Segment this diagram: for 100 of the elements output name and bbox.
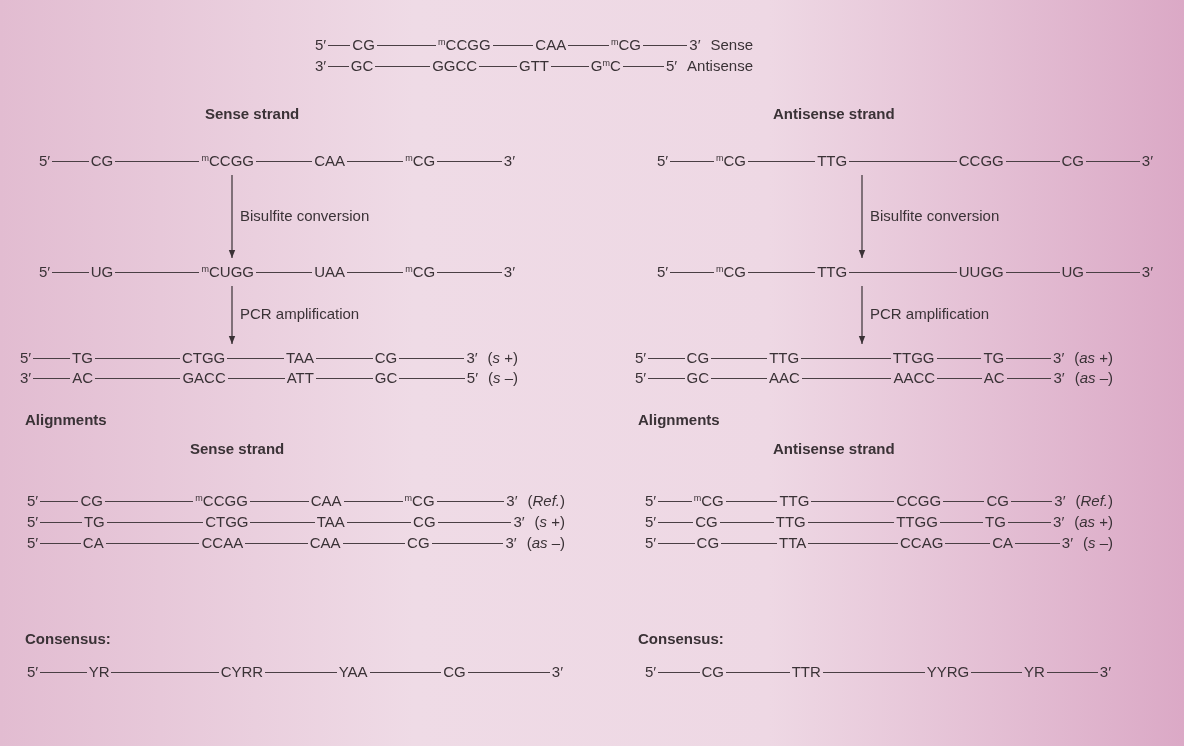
strand-end-label: 3′ <box>465 348 479 368</box>
strand-end-label: 5′ <box>19 348 33 368</box>
strand-end-label: 5′ <box>314 35 328 55</box>
base-sequence: TTA <box>778 533 808 553</box>
base-sequence: GC <box>349 56 375 76</box>
strand-end-label: 3′ <box>505 491 519 511</box>
base-sequence: CAA <box>308 533 342 553</box>
base-sequence: $^{m}$CCGG <box>437 35 492 55</box>
strand-label: (Ref.) <box>527 491 565 511</box>
strand-end-label: 5′ <box>634 368 648 388</box>
strand-end-label: 5′ <box>465 368 479 388</box>
base-sequence: TTG <box>768 348 801 368</box>
strand-end-label: 5′ <box>656 151 670 171</box>
base-sequence: UAA <box>313 262 347 282</box>
base-sequence: CCAA <box>200 533 245 553</box>
strand-end-label: 3′ <box>502 262 516 282</box>
base-sequence: $^{m}$CG <box>714 151 747 171</box>
section-heading: Sense strand <box>205 105 300 122</box>
strand-end-label: 3′ <box>1053 491 1067 511</box>
strand-end-label: 5′ <box>38 151 52 171</box>
edge-label: PCR amplification <box>870 305 990 322</box>
base-sequence: $^{m}$CG <box>714 262 747 282</box>
strand-end-label: 5′ <box>664 56 679 76</box>
base-sequence: CG <box>685 348 711 368</box>
arrow <box>228 285 236 345</box>
section-heading: Sense strand <box>190 440 285 457</box>
base-sequence: AC <box>982 368 1006 388</box>
strand-end-label: 3′ <box>314 56 328 76</box>
strand-end-label: 3′ <box>1098 662 1112 682</box>
base-sequence: YYRG <box>925 662 971 682</box>
strand-label: (Ref.) <box>1075 491 1113 511</box>
base-sequence: CTGG <box>180 348 227 368</box>
base-sequence: TTG <box>816 151 849 171</box>
strand-label: (s –) <box>488 368 518 388</box>
edge-label: Bisulfite conversion <box>240 206 370 224</box>
strand-end-label: 3′ <box>1052 512 1066 532</box>
strand-label: (as +) <box>1074 348 1113 368</box>
base-sequence: CG <box>694 512 719 532</box>
base-sequence: ATT <box>285 368 315 388</box>
base-sequence: TG <box>984 512 1007 532</box>
base-sequence: UG <box>89 262 115 282</box>
base-sequence: CAA <box>534 35 568 55</box>
base-sequence: CG <box>89 151 115 171</box>
base-sequence: TAA <box>284 348 315 368</box>
base-sequence: TTGG <box>891 348 936 368</box>
base-sequence: CG <box>373 348 399 368</box>
base-sequence: TTR <box>790 662 822 682</box>
strand-label: (s +) <box>487 348 518 368</box>
base-sequence: CG <box>700 662 725 682</box>
strand-end-label: 5′ <box>656 262 670 282</box>
section-heading: Antisense strand <box>773 105 895 122</box>
base-sequence: TTG <box>774 512 807 532</box>
strand-label: (as –) <box>526 533 565 553</box>
strand-end-label: 3′ <box>502 151 516 171</box>
base-sequence: YAA <box>337 662 369 682</box>
base-sequence: $^{m}$CUGG <box>200 262 255 282</box>
base-sequence: CG <box>695 533 721 553</box>
base-sequence: GGCC <box>431 56 479 76</box>
base-sequence: G$^{m}$C <box>589 56 622 76</box>
strand-label: (s +) <box>534 512 565 532</box>
strand-end-label: 5′ <box>644 662 658 682</box>
strand-end-label: 3′ <box>1052 348 1066 368</box>
strand-end-label: 5′ <box>26 662 40 682</box>
base-sequence: CA <box>81 533 105 553</box>
base-sequence: $^{m}$CG <box>692 491 725 511</box>
base-sequence: CA <box>991 533 1014 553</box>
strand-end-label: 5′ <box>26 491 40 511</box>
base-sequence: CG <box>985 491 1010 511</box>
base-sequence: TG <box>82 512 106 532</box>
base-sequence: CG <box>412 512 437 532</box>
strand-end-label: 3′ <box>688 35 702 55</box>
base-sequence: CTGG <box>204 512 250 532</box>
strand-end-label: 3′ <box>1140 151 1154 171</box>
base-sequence: CAA <box>309 491 343 511</box>
base-sequence: $^{m}$CCGG <box>194 491 249 511</box>
base-sequence: CG <box>406 533 431 553</box>
base-sequence: CAA <box>313 151 347 171</box>
strand-label: (as +) <box>1074 512 1113 532</box>
strand-end-label: 3′ <box>550 662 564 682</box>
arrow <box>858 285 866 345</box>
edge-label: Bisulfite conversion <box>870 206 1000 224</box>
strand-end-label: 5′ <box>644 512 658 532</box>
base-sequence: GC <box>685 368 711 388</box>
strand-end-label: 3′ <box>512 512 526 532</box>
base-sequence: CCGG <box>957 151 1005 171</box>
base-sequence: CG <box>1060 151 1086 171</box>
arrow <box>228 174 236 259</box>
base-sequence: CG <box>442 662 467 682</box>
base-sequence: CYRR <box>219 662 265 682</box>
base-sequence: $^{m}$CG <box>404 151 437 171</box>
base-sequence: CCGG <box>895 491 943 511</box>
base-sequence: AC <box>71 368 94 388</box>
base-sequence: GTT <box>517 56 550 76</box>
strand-end-label: 3′ <box>19 368 33 388</box>
strand-end-label: 3′ <box>1140 262 1154 282</box>
base-sequence: UG <box>1060 262 1086 282</box>
base-sequence: YR <box>87 662 111 682</box>
strand-end-label: 3′ <box>1060 533 1074 553</box>
base-sequence: TAA <box>315 512 346 532</box>
base-sequence: AAC <box>768 368 801 388</box>
